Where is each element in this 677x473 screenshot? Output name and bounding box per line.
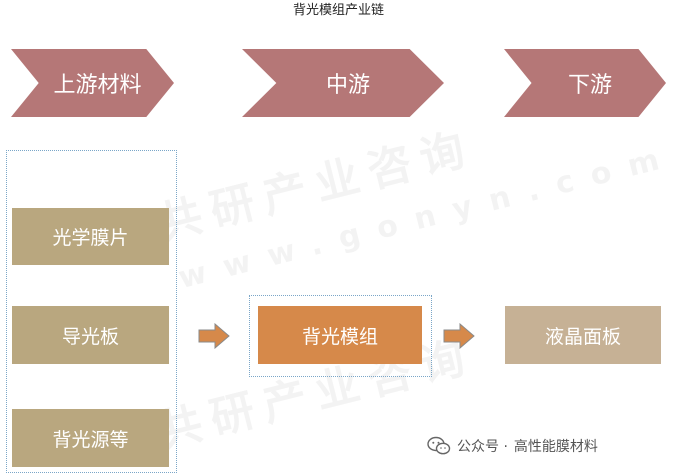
stage-upstream-label: 上游材料 [53, 73, 142, 98]
stage-midstream: 中游 [242, 49, 444, 117]
material-label: 导光板 [61, 325, 119, 348]
stage-midstream-label: 中游 [325, 73, 370, 98]
material-label: 背光源等 [52, 428, 129, 451]
flow-arrow-icon [198, 323, 230, 349]
panel-label: 液晶面板 [544, 325, 621, 348]
material-label: 光学膜片 [52, 227, 129, 249]
footer-prefix: 公众号 · [457, 439, 508, 455]
midstream-group-frame [249, 295, 432, 377]
wechat-icon [427, 436, 451, 455]
stage-downstream: 下游 [504, 49, 666, 117]
module-label: 背光模组 [301, 325, 378, 348]
flow-arrow-icon [443, 323, 475, 349]
material-box-light-source: 背光源等 [12, 409, 169, 467]
stage-upstream: 上游材料 [11, 49, 174, 117]
footer-account-name: 高性能膜材料 [513, 439, 598, 455]
diagram-title: 背光模组产业链 [292, 3, 384, 18]
panel-box-lcd: 液晶面板 [505, 306, 661, 364]
watermark-text-cn: 共研产业咨询 [152, 122, 480, 251]
stage-downstream-label: 下游 [567, 73, 612, 98]
watermark-text-en: www.gonyn.com [175, 138, 677, 296]
material-box-optical-film: 光学膜片 [12, 208, 169, 265]
wechat-account-footer: 公众号 · 高性能膜材料 [427, 434, 598, 458]
material-box-light-guide: 导光板 [12, 306, 169, 364]
module-box-backlight: 背光模组 [258, 306, 422, 364]
